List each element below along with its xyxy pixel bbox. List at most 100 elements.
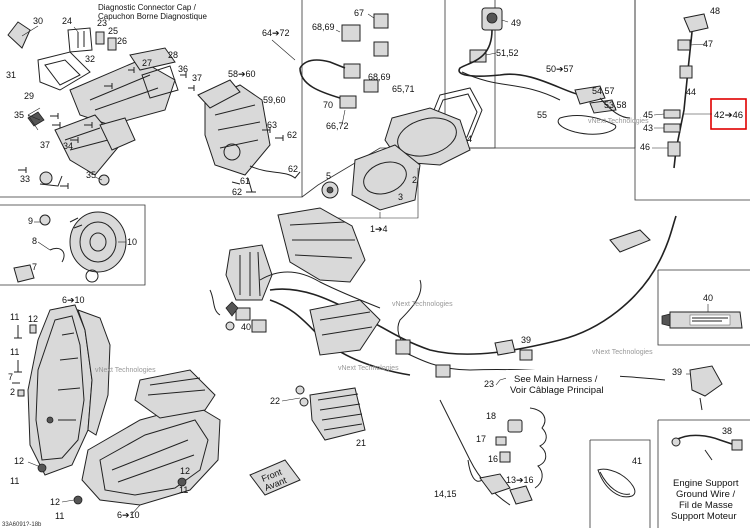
labels-upper-center-left: 64➔72 68,69 67 58➔60 68,69 65,71 59,60 6… <box>228 8 415 197</box>
svg-text:63: 63 <box>267 120 277 130</box>
central-harness <box>209 207 723 506</box>
svg-text:65,71: 65,71 <box>392 84 415 94</box>
diagnostic-cap <box>7 21 31 49</box>
svg-text:30: 30 <box>33 16 43 26</box>
svg-text:62: 62 <box>288 164 298 174</box>
reflector-10 <box>69 211 127 273</box>
svg-text:11: 11 <box>55 511 64 521</box>
svg-text:46: 46 <box>640 142 650 152</box>
svg-text:37: 37 <box>40 140 50 150</box>
svg-text:9: 9 <box>28 216 33 226</box>
svg-text:Ground Wire /: Ground Wire / <box>676 489 735 500</box>
switch-16 <box>499 451 511 463</box>
svg-text:12: 12 <box>180 466 190 476</box>
terminal-43 <box>663 123 681 133</box>
frame-ground-wire <box>657 419 750 528</box>
ignition-harness <box>458 7 631 135</box>
svg-text:8: 8 <box>32 236 37 246</box>
svg-text:32: 32 <box>85 54 95 64</box>
svg-text:12: 12 <box>28 314 38 324</box>
svg-text:42➔46: 42➔46 <box>714 110 743 121</box>
svg-text:68,69: 68,69 <box>312 22 335 32</box>
actuator-59-60 <box>204 84 271 176</box>
svg-text:13➔16: 13➔16 <box>506 475 534 485</box>
svg-text:39: 39 <box>521 335 531 345</box>
adhesive-tube <box>661 311 743 329</box>
cable-55 <box>557 115 617 135</box>
headlight-detail <box>13 211 127 283</box>
svg-text:5: 5 <box>326 171 331 181</box>
cap-18 <box>507 419 523 433</box>
svg-text:61: 61 <box>240 176 250 186</box>
frame-upper-right <box>444 0 636 149</box>
cluster-1-4 <box>277 207 366 283</box>
svg-text:24: 24 <box>62 16 72 26</box>
svg-text:12: 12 <box>50 497 60 507</box>
svg-text:7: 7 <box>8 372 13 382</box>
svg-text:53,58: 53,58 <box>604 100 627 110</box>
svg-text:51,52: 51,52 <box>496 48 519 58</box>
svg-text:45: 45 <box>643 110 653 120</box>
connector-cap-caption: Diagnostic Connector Cap / Capuchon Born… <box>98 3 208 21</box>
svg-text:17: 17 <box>476 434 486 444</box>
housing-upper <box>134 369 216 419</box>
svg-text:11: 11 <box>179 485 188 495</box>
gauge-cluster <box>317 87 483 232</box>
lanyard-switch <box>467 407 547 505</box>
connector-53-58 <box>589 99 617 114</box>
svg-text:37: 37 <box>192 73 202 83</box>
relay-67 <box>373 13 389 29</box>
svg-text:2: 2 <box>412 175 417 185</box>
svg-text:44: 44 <box>686 87 696 97</box>
svg-text:Voir Câblage Principal: Voir Câblage Principal <box>510 385 603 396</box>
svg-text:1➔4: 1➔4 <box>370 224 388 234</box>
svg-text:41: 41 <box>632 456 642 466</box>
labels-headlight-housing: 11 12 11 7 2 12 11 12 12 11 11 6➔10 vNex… <box>8 312 190 521</box>
svg-text:Engine Support: Engine Support <box>673 478 739 489</box>
svg-text:62: 62 <box>287 130 297 140</box>
clip-47 <box>677 39 691 51</box>
connector-block-24 <box>67 27 93 53</box>
svg-text:2: 2 <box>10 387 15 397</box>
svg-text:62: 62 <box>232 187 242 197</box>
svg-text:48: 48 <box>710 6 720 16</box>
svg-text:16: 16 <box>488 454 498 464</box>
labels-upper-left: 30 24 25 26 23 31 32 27 36 29 28 37 35 3… <box>6 16 202 184</box>
module-relay <box>225 244 273 301</box>
clip-26 <box>107 37 117 51</box>
svg-text:6➔10: 6➔10 <box>117 510 140 520</box>
svg-text:Capuchon Borne Diagnostique: Capuchon Borne Diagnostique <box>98 12 208 21</box>
svg-text:12: 12 <box>14 456 24 466</box>
nut-35 <box>98 174 110 186</box>
labels-clamp: 41 <box>632 456 642 466</box>
svg-text:27: 27 <box>142 58 152 68</box>
svg-text:36: 36 <box>178 64 188 74</box>
motor-58 <box>197 79 241 109</box>
actuator-assembly <box>197 79 301 193</box>
svg-text:47: 47 <box>703 39 713 49</box>
svg-text:40: 40 <box>703 293 713 303</box>
connector-46 <box>667 141 681 157</box>
svg-text:39: 39 <box>672 367 682 377</box>
svg-text:35: 35 <box>86 170 96 180</box>
bezel-2 <box>351 144 421 211</box>
svg-text:Fil de Masse: Fil de Masse <box>679 500 733 511</box>
frame-far-right <box>634 0 750 201</box>
svg-text:31: 31 <box>6 70 16 80</box>
svg-text:66,72: 66,72 <box>326 121 349 131</box>
svg-text:28: 28 <box>168 50 178 60</box>
svg-text:26: 26 <box>117 36 127 46</box>
bulb-7 <box>13 264 35 283</box>
frame-headlight <box>0 204 146 286</box>
svg-text:38: 38 <box>722 426 732 436</box>
labels-center: 40 39 23 39 22 21 18 17 16 13➔16 14,15 v… <box>241 301 690 499</box>
svg-text:23: 23 <box>484 379 494 389</box>
relay-68-69-a <box>341 24 361 42</box>
svg-text:68,69: 68,69 <box>368 72 391 82</box>
labels-switch: 48 47 44 45 43 46 42➔46 <box>640 6 743 152</box>
regulator-21 <box>309 387 366 441</box>
svg-text:43: 43 <box>643 123 653 133</box>
relay-group <box>299 13 389 109</box>
svg-text:Support Moteur: Support Moteur <box>671 511 736 522</box>
svg-text:vNext Technologies: vNext Technologies <box>95 367 156 374</box>
